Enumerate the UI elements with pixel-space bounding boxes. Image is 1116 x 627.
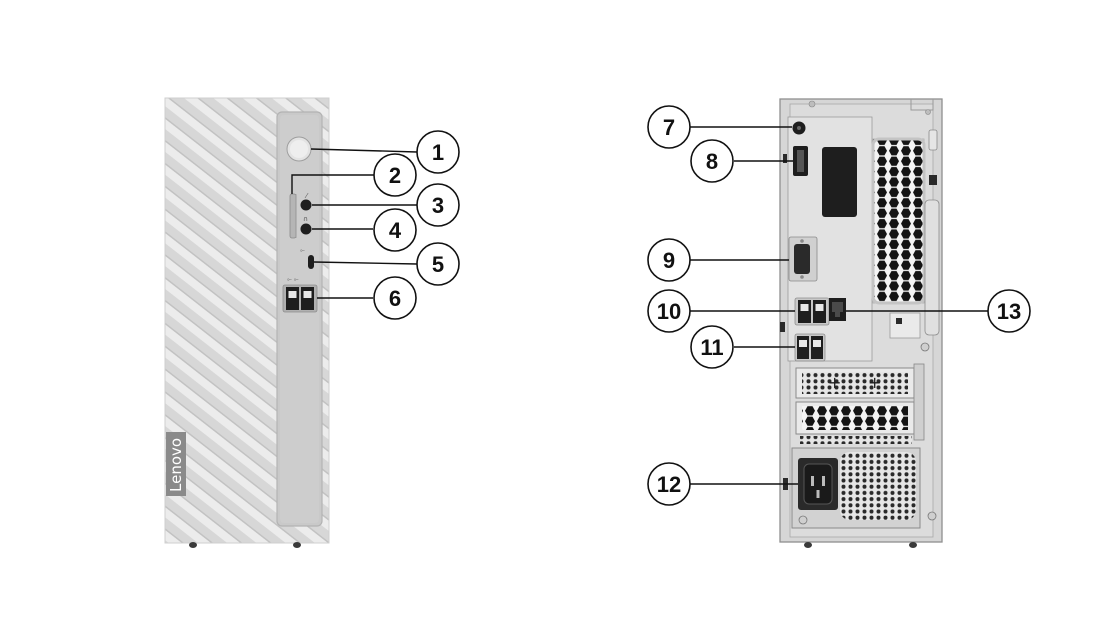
svg-text:8: 8 <box>706 149 718 174</box>
vent-slot <box>822 147 857 217</box>
svg-text:10: 10 <box>657 299 681 324</box>
usb-c-port[interactable] <box>308 255 314 269</box>
psu-fan-grille <box>840 452 916 520</box>
expansion-slot-1: + + <box>795 367 915 399</box>
rear-view: + + <box>779 98 943 548</box>
svg-text:7: 7 <box>663 115 675 140</box>
svg-text:12: 12 <box>657 472 681 497</box>
brand-badge <box>166 432 186 496</box>
callout-4: 4 <box>373 208 417 252</box>
hex-vent <box>872 138 925 304</box>
callout-5: 5 <box>416 242 460 286</box>
svg-text:2: 2 <box>389 163 401 188</box>
ac-power-connector[interactable] <box>798 458 838 510</box>
svg-text:9: 9 <box>663 248 675 273</box>
callout-3: 3 <box>416 183 460 227</box>
vga-port[interactable] <box>788 236 818 282</box>
callout-7: 7 <box>647 105 691 149</box>
svg-text:+: + <box>868 373 881 392</box>
svg-text:4: 4 <box>389 218 402 243</box>
hdmi-port[interactable] <box>793 146 808 176</box>
foot-right <box>293 542 301 548</box>
callout-13: 13 <box>987 289 1031 333</box>
callout-12: 12 <box>647 462 691 506</box>
callout-9: 9 <box>647 238 691 282</box>
usb-a-ports-rear-upper[interactable] <box>794 297 830 326</box>
front-view: ⁄ ∩ ⟜ ⟜ ⟜ Lenovo <box>164 97 330 548</box>
callout-10: 10 <box>647 289 691 333</box>
foot-right <box>909 542 917 548</box>
callouts <box>291 126 988 485</box>
callout-1: 1 <box>416 130 460 174</box>
card-reader-slot[interactable] <box>289 193 297 239</box>
headphone-glyph-icon: ∩ <box>303 215 308 223</box>
svg-text:5: 5 <box>432 252 444 277</box>
usb-a-ports[interactable] <box>282 284 318 313</box>
brand-logo: Lenovo <box>167 438 185 492</box>
microphone-glyph-icon: ⁄ <box>304 192 309 200</box>
svg-text:+: + <box>828 373 841 392</box>
callout-11: 11 <box>690 325 734 369</box>
expansion-slot-2 <box>795 401 915 435</box>
callout-2: 2 <box>373 153 417 197</box>
callout-8: 8 <box>690 139 734 183</box>
usb-symbol-icon: ⟜ <box>300 247 305 254</box>
ethernet-port[interactable] <box>829 298 846 321</box>
svg-text:13: 13 <box>997 299 1021 324</box>
usb-a-ports-rear-lower[interactable] <box>794 333 826 362</box>
svg-text:11: 11 <box>700 335 723 360</box>
svg-text:1: 1 <box>432 140 444 165</box>
headphone-jack[interactable] <box>300 223 312 235</box>
foot-left <box>189 542 197 548</box>
svg-text:3: 3 <box>432 193 444 218</box>
callout-6: 6 <box>373 276 417 320</box>
usb-symbol-icon: ⟜ ⟜ <box>287 276 299 283</box>
svg-text:6: 6 <box>389 286 401 311</box>
foot-left <box>804 542 812 548</box>
microphone-jack[interactable] <box>300 199 312 211</box>
